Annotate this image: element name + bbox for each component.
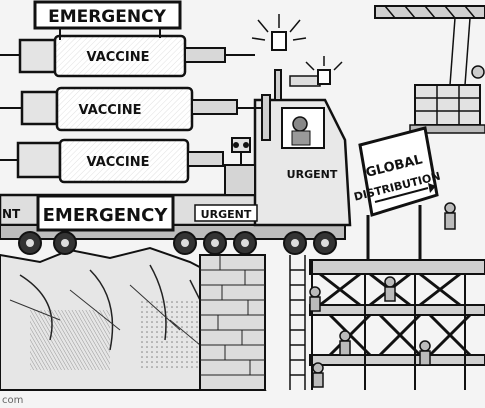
cab-urgent-text: URGENT [287, 168, 338, 181]
siren-light [305, 56, 343, 85]
worker-figure [312, 362, 324, 388]
worker-figure [339, 330, 351, 356]
steel-truss [289, 255, 485, 390]
top-banner-text: EMERGENCY [48, 7, 167, 27]
crane [374, 5, 485, 134]
vaccine-syringe: VACCINE [0, 138, 224, 184]
vaccine-syringe: VACCINE [0, 86, 262, 132]
worker-figure [419, 340, 431, 366]
distribution-sign: GLOBAL DISTRIBUTION [353, 126, 442, 260]
trailer-urgent-text: URGENT [201, 208, 252, 221]
watermark: com [2, 395, 23, 406]
cab-urgent-label: URGENT [287, 168, 338, 181]
syringe-label: VACCINE [79, 103, 142, 118]
construction-workers [309, 202, 456, 388]
truck-emergency-banner: EMERGENCY [36, 194, 175, 232]
trailer-urgent-label: URGENT [194, 204, 258, 222]
trailer-front-text: NT [2, 207, 21, 221]
worker-figure [444, 202, 456, 230]
syringe-label: VACCINE [87, 50, 150, 65]
brick-pillar [199, 254, 266, 391]
robot-machine [224, 137, 256, 196]
worker-figure [384, 276, 396, 302]
syringe-label: VACCINE [87, 155, 150, 170]
truck-banner-text: EMERGENCY [43, 205, 169, 226]
vaccine-syringe: VACCINE [0, 34, 255, 78]
siren-light [251, 14, 307, 51]
crate-pallet [409, 84, 485, 134]
top-emergency-banner: EMERGENCY [33, 0, 182, 40]
worker-figure [309, 286, 321, 312]
